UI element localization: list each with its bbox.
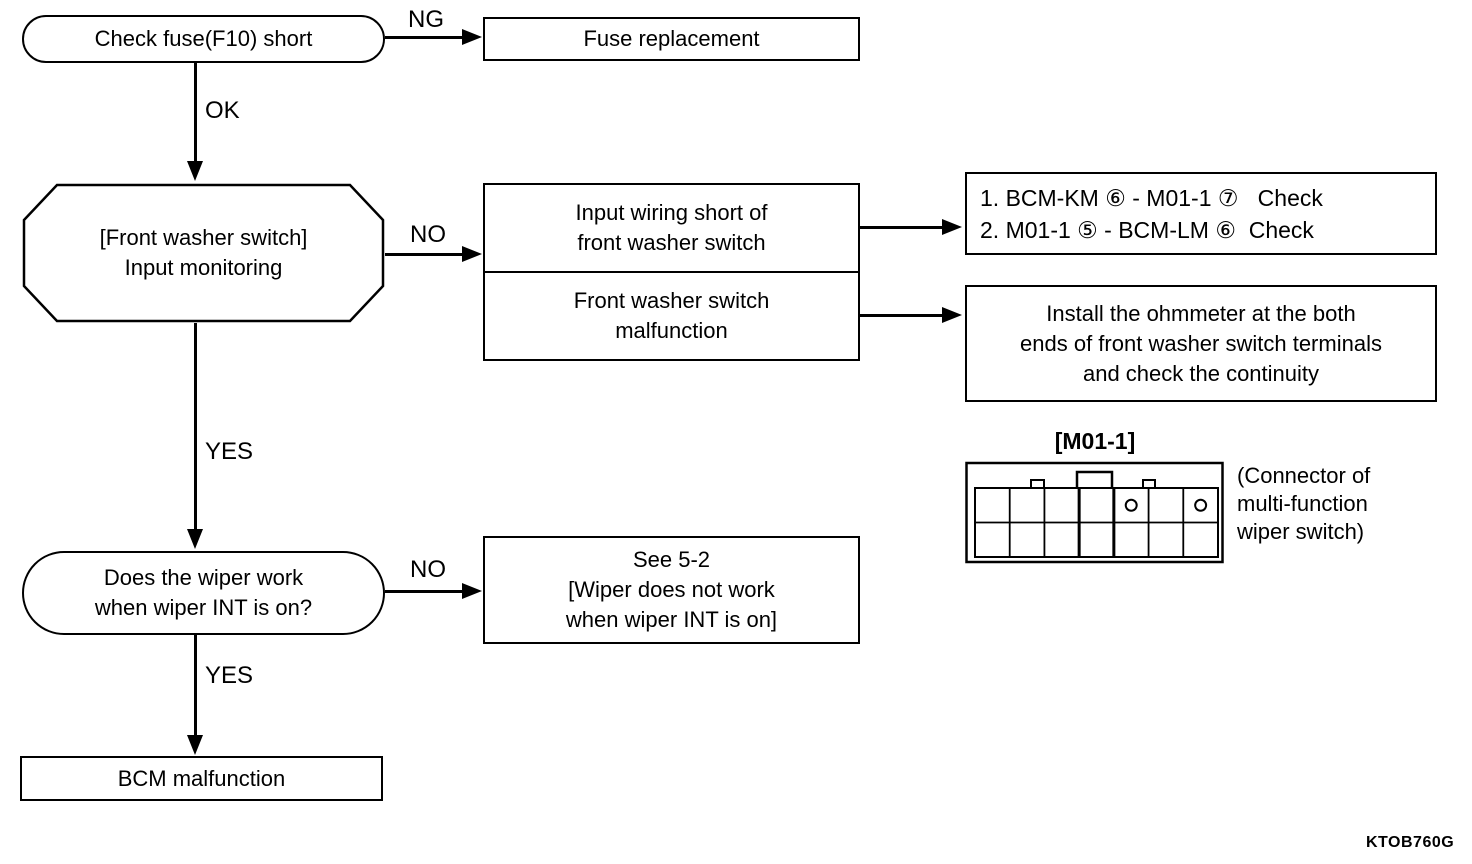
node-washer-switch-malfunction-line2: malfunction: [615, 318, 728, 343]
node-bcm-malfunction-label: BCM malfunction: [117, 765, 286, 791]
arrow-no-wiper-head: [462, 583, 482, 599]
node-wiper-int-line2: when wiper INT is on?: [94, 595, 313, 620]
edge-label-yes-input: YES: [205, 438, 254, 465]
connector-diagram: [965, 461, 1225, 565]
arrow-terminal-checks-head: [942, 219, 962, 235]
arrow-ok-head: [187, 161, 203, 181]
connector-caption-line3: wiper switch): [1237, 519, 1365, 544]
edge-label-ok: OK: [205, 97, 240, 124]
arrow-terminal-checks-line: [860, 226, 945, 229]
node-input-monitoring: [Front washer switch] Input monitoring: [22, 183, 385, 323]
node-terminal-checks-line1: 1. BCM-KM ⑥ - M01-1 ⑦ Check: [980, 184, 1323, 211]
connector-caption: (Connector of multi-function wiper switc…: [1237, 462, 1427, 546]
node-input-monitoring-line2: Input monitoring: [124, 255, 283, 280]
node-ohmmeter-instruction: Install the ohmmeter at the both ends of…: [965, 285, 1437, 402]
arrow-yes-input-head: [187, 529, 203, 549]
node-check-fuse: Check fuse(F10) short: [22, 15, 385, 63]
node-check-fuse-label: Check fuse(F10) short: [94, 26, 313, 51]
node-bcm-malfunction: BCM malfunction: [20, 756, 383, 801]
node-input-wiring-short-line1: Input wiring short of: [575, 200, 768, 225]
arrow-yes-wiper-line: [194, 635, 197, 735]
node-see-5-2-line2: [Wiper does not work: [568, 577, 775, 602]
connector-caption-line2: multi-function: [1237, 491, 1368, 516]
node-ohmmeter-line2: ends of front washer switch terminals: [1020, 330, 1382, 356]
figure-code: KTOB760G: [1366, 834, 1455, 851]
node-terminal-checks-line2: 2. M01-1 ⑤ - BCM-LM ⑥ Check: [980, 216, 1314, 243]
node-terminal-checks: 1. BCM-KM ⑥ - M01-1 ⑦ Check 2. M01-1 ⑤ -…: [965, 172, 1437, 255]
node-wiper-int-line1: Does the wiper work: [103, 565, 304, 590]
arrow-ok-line: [194, 63, 197, 163]
node-see-5-2: See 5-2 [Wiper does not work when wiper …: [483, 536, 860, 644]
connector-title: [M01-1]: [1054, 428, 1136, 454]
node-fuse-replacement: Fuse replacement: [483, 17, 860, 61]
arrow-yes-input-line: [194, 323, 197, 530]
node-input-wiring-short: Input wiring short of front washer switc…: [485, 185, 858, 271]
node-input-monitoring-line1: [Front washer switch]: [99, 225, 308, 250]
node-wiper-int-question: Does the wiper work when wiper INT is on…: [22, 551, 385, 635]
node-ohmmeter-line1: Install the ohmmeter at the both: [1046, 300, 1356, 326]
node-see-5-2-line1: See 5-2: [632, 547, 711, 572]
edge-label-ng: NG: [408, 6, 444, 33]
arrow-ng-head: [462, 29, 482, 45]
arrow-ng-line: [385, 36, 465, 39]
arrow-yes-wiper-head: [187, 735, 203, 755]
node-see-5-2-line3: when wiper INT is on]: [565, 607, 778, 632]
octagon-shape: [22, 183, 385, 323]
node-input-wiring-short-line2: front washer switch: [577, 230, 766, 255]
arrow-no-input-line: [385, 253, 465, 256]
arrow-ohmmeter-head: [942, 307, 962, 323]
edge-label-yes-wiper: YES: [205, 662, 254, 689]
arrow-no-wiper-line: [385, 590, 465, 593]
node-ohmmeter-line3: and check the continuity: [1082, 360, 1320, 386]
arrow-no-input-head: [462, 246, 482, 262]
arrow-ohmmeter-line: [860, 314, 945, 317]
edge-label-no-input: NO: [410, 221, 446, 248]
connector-diagram-svg: [965, 461, 1224, 564]
node-fuse-replacement-label: Fuse replacement: [583, 26, 760, 51]
node-washer-results: Input wiring short of front washer switc…: [483, 183, 860, 361]
node-washer-switch-malfunction-line1: Front washer switch: [573, 288, 770, 313]
connector-caption-line1: (Connector of: [1237, 463, 1371, 488]
node-washer-switch-malfunction: Front washer switch malfunction: [485, 271, 858, 359]
edge-label-no-wiper: NO: [410, 556, 446, 583]
